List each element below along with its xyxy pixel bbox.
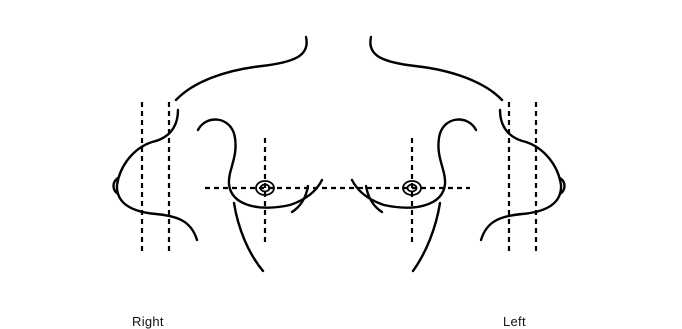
left-label: Left [503,314,526,329]
neck-right-line [370,37,502,100]
left-side-breast-outline [481,110,561,240]
left-side-view [481,102,565,252]
right-side-view [114,102,198,252]
front-view [176,37,502,271]
neck-left-line [176,37,307,100]
left-side-torso-line [413,203,440,271]
right-side-torso-line [234,203,263,271]
right-label: Right [132,314,164,329]
right-side-breast-outline [117,110,197,240]
